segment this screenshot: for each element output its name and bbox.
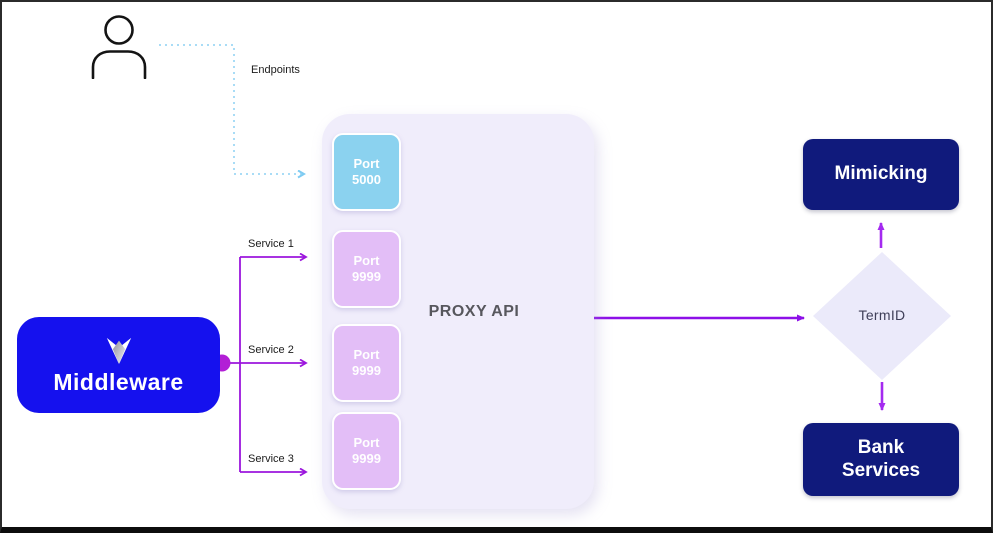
port-label: Port	[353, 346, 380, 362]
mimicking-node: Mimicking	[803, 139, 959, 210]
middleware-node: Middleware	[17, 317, 220, 413]
port-number: 5000	[352, 172, 381, 187]
port-5000-node: Port 5000	[332, 133, 401, 211]
service3-label: Service 3	[248, 453, 294, 465]
termid-label: TermID	[858, 307, 906, 323]
mimicking-label: Mimicking	[834, 163, 928, 185]
port-number: 9999	[352, 363, 381, 378]
endpoints-label: Endpoints	[251, 64, 300, 76]
service2-label: Service 2	[248, 344, 294, 356]
middleware-label: Middleware	[53, 369, 184, 395]
port-label: Port	[353, 155, 380, 171]
bank-label-line1: Bank	[857, 436, 905, 458]
port-label: Port	[353, 434, 380, 450]
port-number: 9999	[352, 269, 381, 284]
port-number: 9999	[352, 451, 381, 466]
port-9999-node-3: Port 9999	[332, 412, 401, 490]
port-label: Port	[353, 252, 380, 268]
port-9999-node-2: Port 9999	[332, 324, 401, 402]
person-icon	[91, 15, 147, 79]
middleware-gem-icon	[106, 337, 131, 365]
bank-services-node: Bank Services	[803, 423, 959, 496]
proxy-api-title: PROXY API	[428, 303, 520, 320]
bank-label-line2: Services	[841, 459, 921, 481]
port-9999-node-1: Port 9999	[332, 230, 401, 308]
service1-label: Service 1	[248, 238, 294, 250]
